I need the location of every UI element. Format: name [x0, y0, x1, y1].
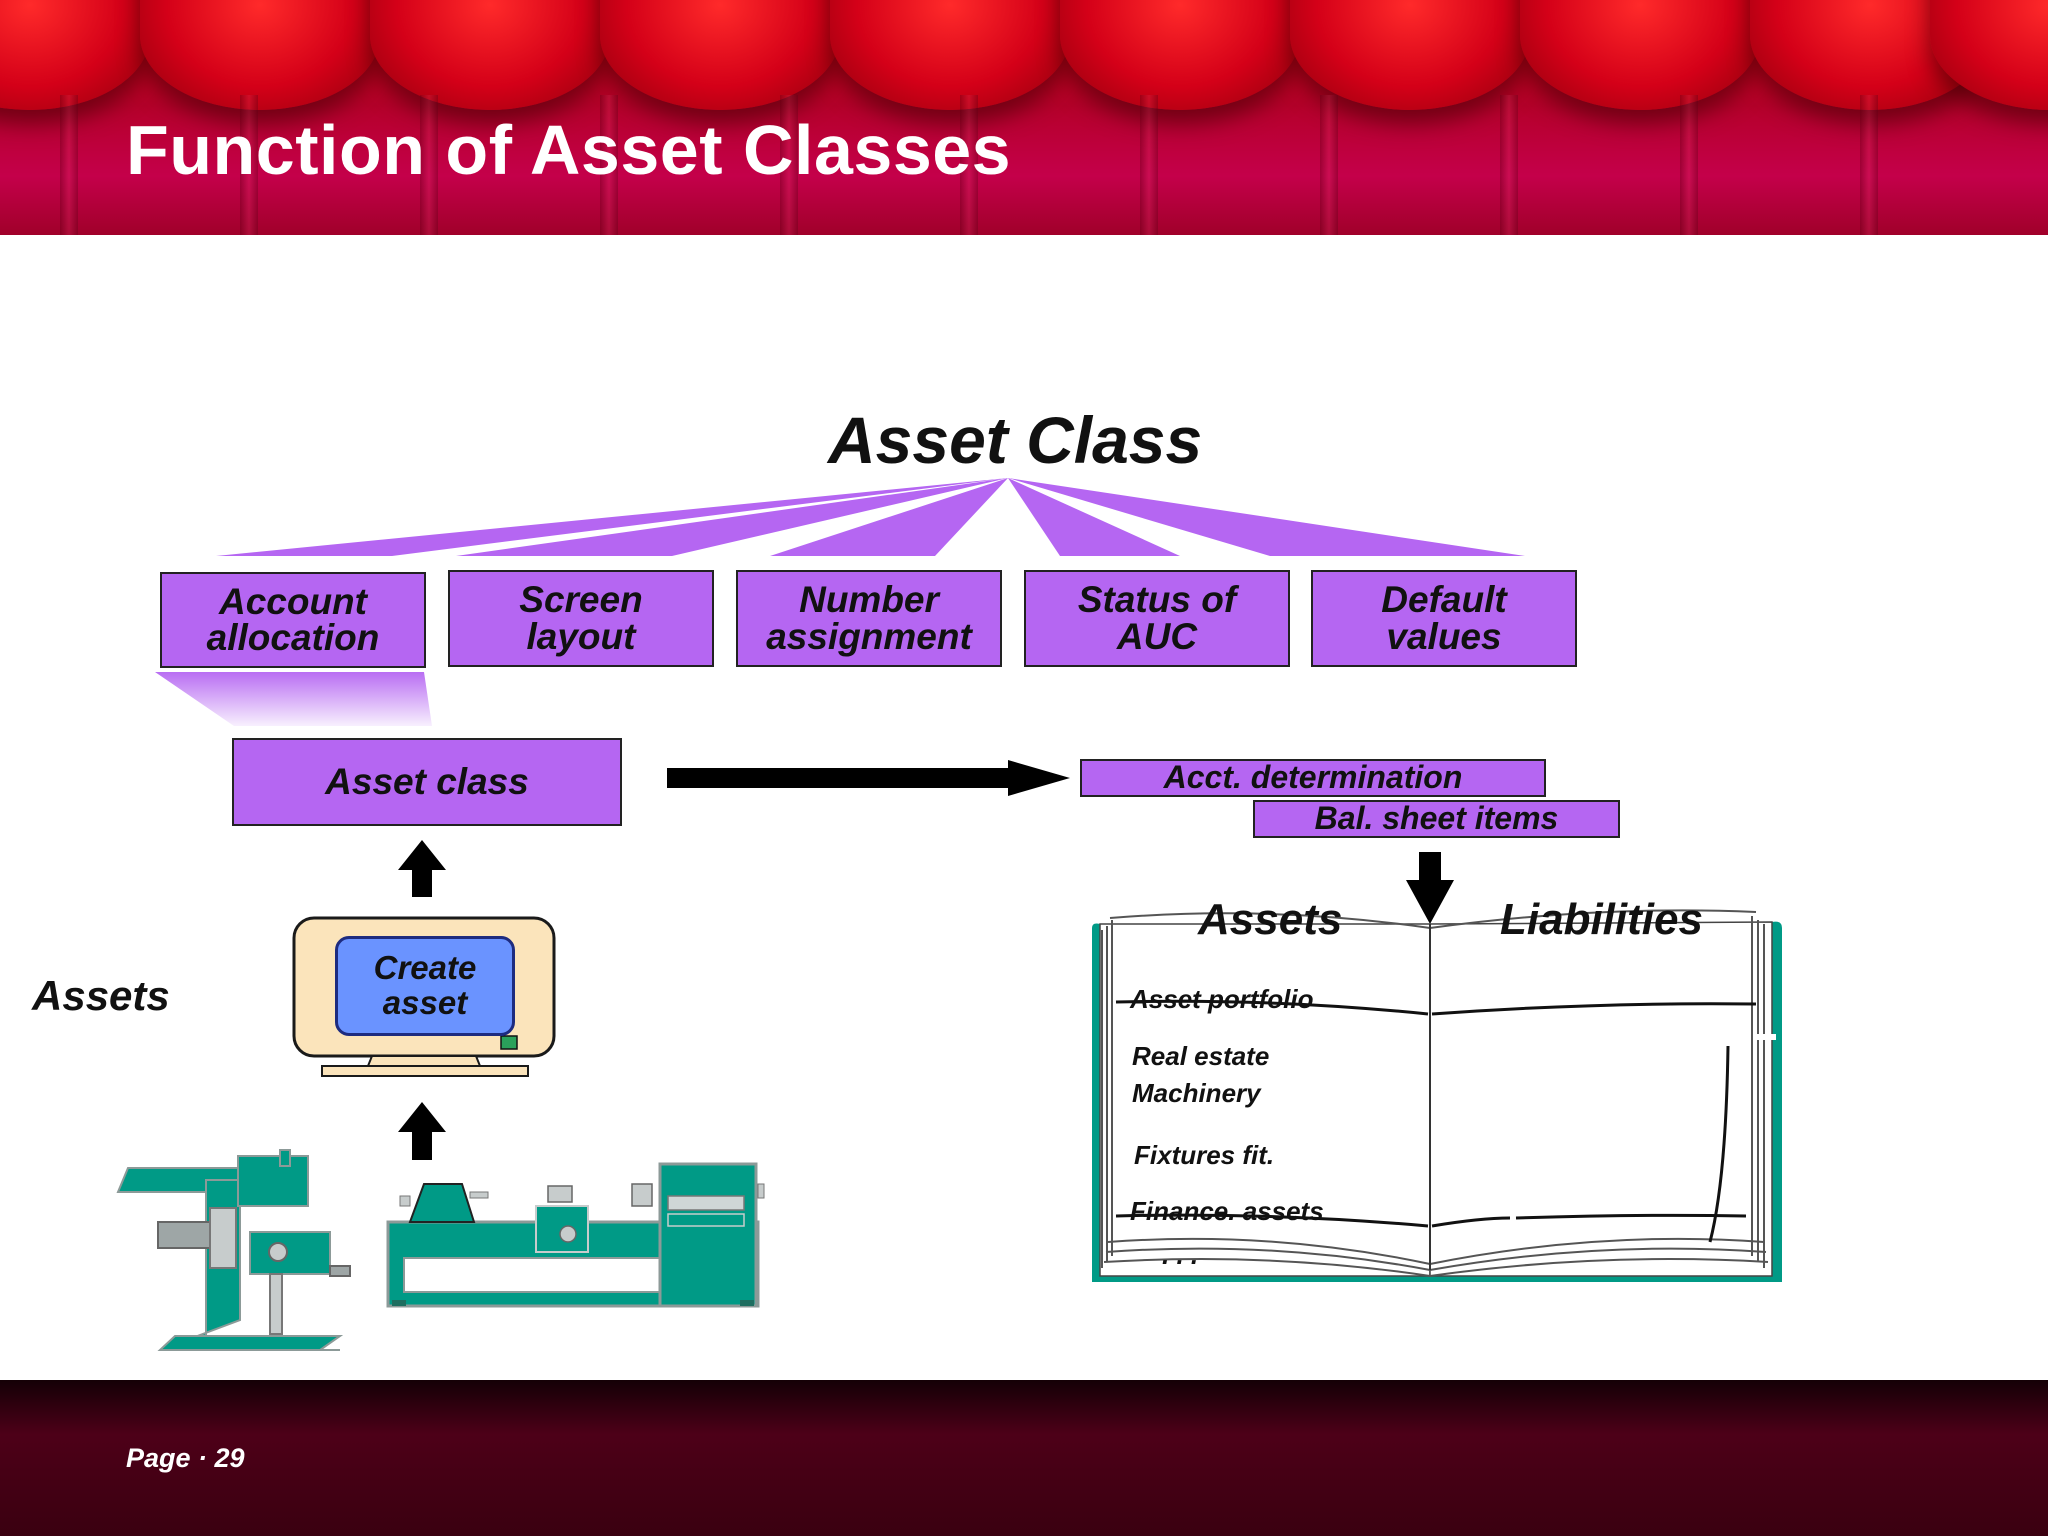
- function-line: allocation: [206, 617, 380, 658]
- book-item: Fixtures fit.: [1134, 1140, 1275, 1170]
- footer-bar: [0, 1380, 2048, 1536]
- lathe-machine-icon: [386, 1162, 765, 1308]
- book-item: Machinery: [1132, 1078, 1261, 1108]
- fade-connector: [155, 672, 432, 726]
- create-asset-screen: Create asset: [335, 936, 515, 1036]
- monitor-line: Create: [373, 949, 477, 987]
- function-line: Default: [1381, 579, 1507, 621]
- assets-label: Assets: [32, 972, 170, 1019]
- function-box-number-assignment: Number assignment: [736, 570, 1002, 667]
- down-arrow-icon: [1406, 852, 1454, 924]
- curtain-fold: [240, 95, 258, 235]
- book-item: Real estate: [1132, 1041, 1270, 1071]
- function-line: Status of: [1077, 579, 1237, 621]
- curtain-fold: [420, 95, 438, 235]
- book-assets-heading: Assets: [1198, 895, 1343, 944]
- curtain-fold: [60, 95, 78, 235]
- right-arrow-icon: [667, 760, 1070, 796]
- function-line: values: [1386, 615, 1502, 657]
- monitor-line: asset: [382, 984, 468, 1021]
- up-arrow-icon: [398, 840, 446, 897]
- bal-sheet-items-box: Bal. sheet items: [1253, 800, 1620, 838]
- curtain-header: [0, 0, 2048, 235]
- curtain-fold: [600, 95, 618, 235]
- slide-title: Function of Asset Classes: [126, 111, 1012, 189]
- curtain-fold: [1140, 95, 1158, 235]
- up-arrow-icon: [398, 1102, 446, 1160]
- function-box-status-of-auc: Status of AUC: [1024, 570, 1290, 667]
- curtain-fold: [1860, 95, 1878, 235]
- curtain-fold: [1320, 95, 1338, 235]
- book-item: Finance. assets: [1130, 1196, 1324, 1226]
- book-item: . . .: [1162, 1240, 1199, 1270]
- function-box-account-allocation: Account allocation: [160, 572, 426, 668]
- function-box-screen-layout: Screen layout: [448, 570, 714, 667]
- asset-class-heading: Asset Class: [828, 403, 1203, 477]
- drill-machine-icon: [116, 1149, 351, 1351]
- curtain-fold: [1500, 95, 1518, 235]
- curtain-fold: [1680, 95, 1698, 235]
- function-line: Screen: [519, 579, 643, 621]
- curtain-fold: [780, 95, 798, 235]
- function-line: Number: [799, 579, 939, 621]
- function-line: layout: [526, 615, 636, 657]
- fan-connectors: [216, 478, 1525, 556]
- acct-determination-box: Acct. determination: [1080, 759, 1546, 797]
- function-box-default-values: Default values: [1311, 570, 1577, 667]
- asset-class-box: Asset class: [232, 738, 622, 826]
- book-item: Asset portfolio: [1130, 984, 1314, 1014]
- book-liabilities-heading: Liabilities: [1500, 895, 1703, 944]
- curtain-fold: [960, 95, 978, 235]
- balance-sheet-book-icon: [1092, 909, 1782, 1282]
- function-line: Account: [218, 580, 367, 622]
- function-line: assignment: [766, 615, 972, 657]
- page-number: Page · 29: [126, 1443, 245, 1473]
- function-line: AUC: [1116, 615, 1198, 657]
